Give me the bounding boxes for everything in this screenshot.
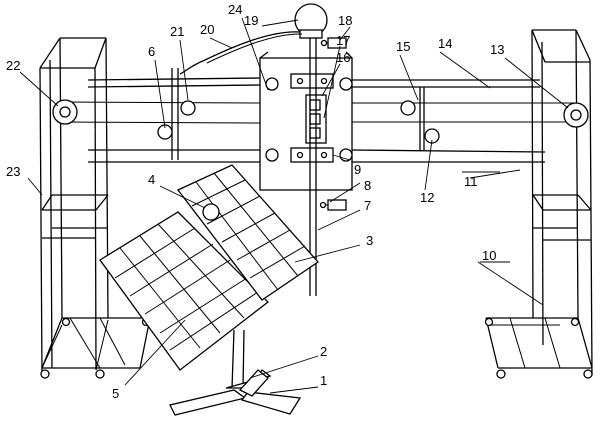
label-18: 18 — [338, 13, 352, 28]
panel-hinge — [202, 203, 220, 221]
cable — [179, 31, 301, 75]
label-3: 3 — [366, 233, 373, 248]
label-1: 1 — [320, 373, 327, 388]
upper-limit-switch — [320, 37, 347, 49]
label-23: 23 — [6, 164, 20, 179]
label-8: 8 — [364, 178, 371, 193]
reference-numerals: 1 2 3 4 5 6 7 8 9 10 11 12 13 14 15 16 1… — [6, 2, 504, 401]
label-17: 17 — [336, 33, 350, 48]
beam-rollers — [157, 100, 440, 144]
label-10: 10 — [482, 248, 496, 263]
label-11: 11 — [464, 174, 478, 189]
track-beams — [64, 68, 575, 163]
label-15: 15 — [396, 39, 410, 54]
label-21: 21 — [170, 24, 184, 39]
label-19: 19 — [244, 13, 258, 28]
label-6: 6 — [148, 44, 155, 59]
lower-limit-switch — [319, 199, 347, 211]
leader-lines — [19, 17, 569, 394]
label-16: 16 — [336, 50, 350, 65]
label-4: 4 — [148, 172, 155, 187]
left-tower-frame — [39, 37, 151, 379]
label-20: 20 — [200, 22, 214, 37]
label-14: 14 — [438, 36, 452, 51]
top-motor — [294, 3, 328, 39]
left-pulley — [52, 99, 78, 125]
label-24: 24 — [228, 2, 242, 17]
label-5: 5 — [112, 386, 119, 401]
label-9: 9 — [354, 162, 361, 177]
label-2: 2 — [320, 344, 327, 359]
right-tower-frame — [484, 29, 593, 379]
solar-panel-left — [99, 211, 269, 371]
label-13: 13 — [490, 42, 504, 57]
label-22: 22 — [6, 58, 20, 73]
label-12: 12 — [420, 190, 434, 205]
right-pulley — [563, 102, 589, 128]
solar-panel-right — [176, 164, 319, 301]
base-stand — [169, 329, 302, 416]
central-carriage — [259, 51, 353, 191]
label-7: 7 — [364, 198, 371, 213]
